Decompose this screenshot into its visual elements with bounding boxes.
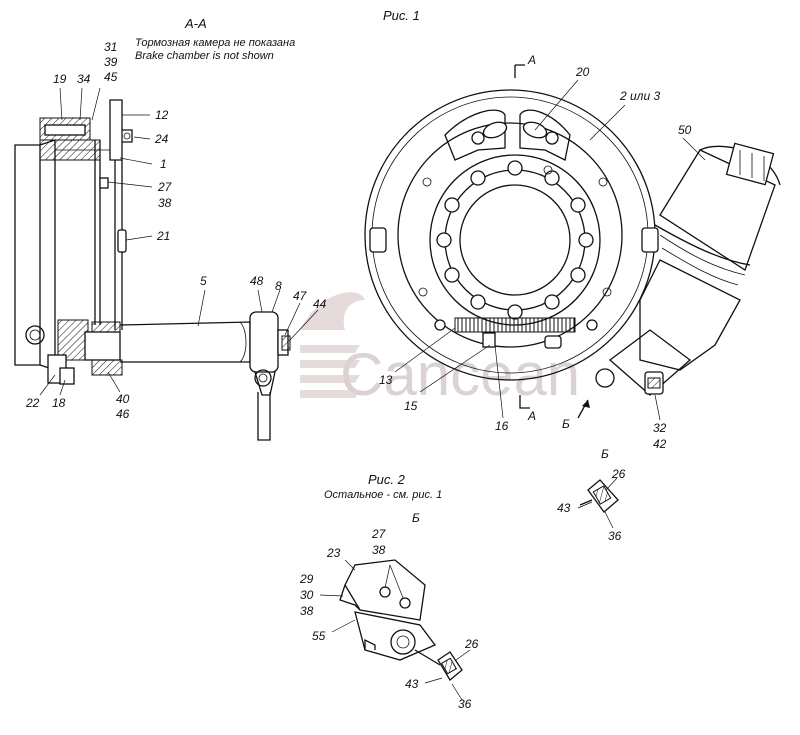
callout-27: 27 [157, 180, 173, 194]
callout-2-or-3: 2 или 3 [619, 89, 660, 103]
brake-shield-main-view: А А Б [364, 53, 659, 431]
fig2-callout-43: 43 [405, 677, 419, 691]
callout-47: 47 [293, 289, 308, 303]
callout-31: 31 [104, 40, 117, 54]
callout-45: 45 [104, 70, 118, 84]
callout-19: 19 [53, 72, 67, 86]
view-b-callout-36: 36 [608, 529, 622, 543]
section-title: А-А [184, 16, 207, 31]
view-b-callout-26: 26 [611, 467, 626, 481]
leader-lines-fig1 [39, 79, 706, 421]
fig2-view-b-label: Б [412, 511, 420, 525]
fig2-callout-55: 55 [312, 629, 326, 643]
callout-38: 38 [158, 196, 172, 210]
fig2-callout-26: 26 [464, 637, 479, 651]
brake-chamber-50 [595, 142, 781, 396]
callout-34: 34 [77, 72, 91, 86]
view-b-callout-43: 43 [557, 501, 571, 515]
callout-21: 21 [156, 229, 170, 243]
fig1-caption: Рис. 1 [383, 8, 420, 23]
note-en: Brake chamber is not shown [135, 50, 274, 62]
callout-24: 24 [154, 132, 169, 146]
callout-18: 18 [52, 396, 66, 410]
callout-44: 44 [313, 297, 327, 311]
callout-8: 8 [275, 279, 282, 293]
callout-13: 13 [379, 373, 393, 387]
callout-32: 32 [653, 421, 667, 435]
callout-40: 40 [116, 392, 130, 406]
section-mark-top: А [527, 53, 536, 67]
callout-39: 39 [104, 55, 118, 69]
fig2-caption: Рис. 2 [368, 472, 406, 487]
callouts-fig1: 31 39 45 19 34 12 24 1 27 38 21 5 48 8 4… [25, 40, 692, 451]
section-view-a-a [14, 99, 291, 441]
view-b-detail: Б 26 43 36 [557, 447, 626, 543]
fig2-callout-27: 27 [371, 527, 387, 541]
shield-mounting-holes [418, 165, 612, 297]
fig2-note: Остальное - см. рис. 1 [324, 489, 442, 501]
callout-16: 16 [495, 419, 509, 433]
callout-12: 12 [155, 108, 169, 122]
view-b-arrow-label: Б [562, 417, 570, 431]
note-ru: Тормозная камера не показана [135, 37, 295, 49]
fig2-callout-38: 38 [372, 543, 386, 557]
watermark: Cancean [300, 292, 580, 408]
callout-15: 15 [404, 399, 418, 413]
callout-48: 48 [250, 274, 264, 288]
fig2-callout-38b: 38 [300, 604, 314, 618]
fig2-callout-30: 30 [300, 588, 314, 602]
hub-bolt-holes [436, 160, 594, 320]
fig2-callout-36: 36 [458, 697, 472, 711]
callout-20: 20 [575, 65, 590, 79]
callout-50: 50 [678, 123, 692, 137]
fig2-callout-23: 23 [326, 546, 341, 560]
view-b-small-label: Б [601, 447, 609, 461]
callout-5: 5 [200, 274, 207, 288]
fig2-detail: Рис. 2 Остальное - см. рис. 1 Б 23 27 38… [299, 472, 479, 711]
watermark-text: Cancean [340, 341, 580, 408]
return-spring [454, 317, 576, 333]
callout-22: 22 [25, 396, 40, 410]
watermark-eagle-logo [300, 292, 365, 398]
callout-42: 42 [653, 437, 667, 451]
section-mark-bottom: А [527, 409, 536, 423]
fig2-callout-29: 29 [299, 572, 314, 586]
callout-1: 1 [160, 157, 167, 171]
callout-46: 46 [116, 407, 130, 421]
